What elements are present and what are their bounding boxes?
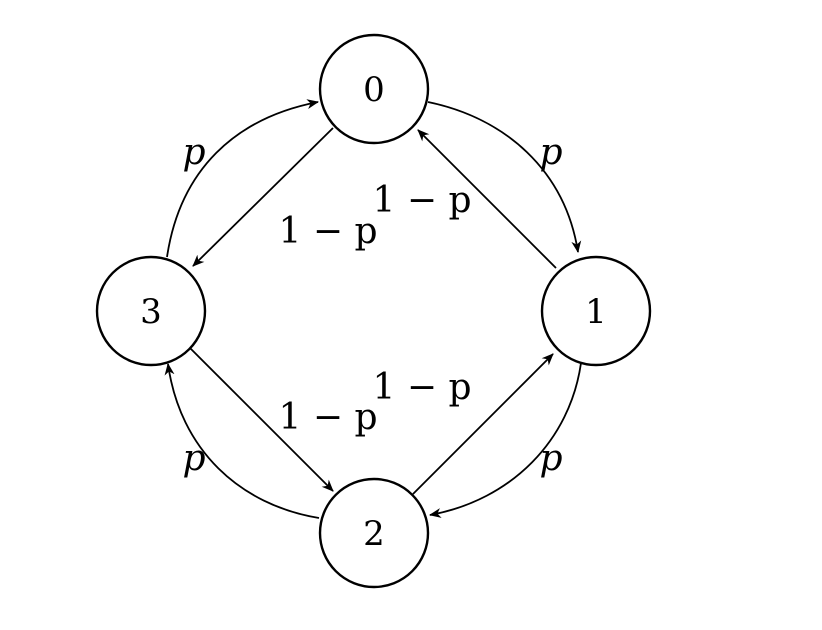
node-circle bbox=[540, 255, 652, 367]
node-3: 3 bbox=[95, 255, 207, 367]
edge-label-2-to-1: 1 − p bbox=[373, 367, 472, 408]
edge-label-2-to-3: p bbox=[182, 438, 205, 479]
node-label: 0 bbox=[363, 70, 385, 110]
edge-label-0-to-3: 1 − p bbox=[279, 211, 378, 252]
node-label: 2 bbox=[363, 514, 385, 554]
node-circle bbox=[318, 33, 430, 145]
edge-label-3-to-2: 1 − p bbox=[279, 397, 378, 438]
node-0: 0 bbox=[318, 33, 430, 145]
edge-2-to-1 bbox=[412, 353, 554, 495]
node-2: 2 bbox=[318, 477, 430, 589]
edge-label-3-to-0: p bbox=[182, 132, 205, 173]
edge-0-to-1 bbox=[427, 101, 582, 253]
edge-2-to-3 bbox=[164, 363, 320, 519]
node-1: 1 bbox=[540, 255, 652, 367]
edge-label-1-to-0: 1 − p bbox=[373, 180, 472, 221]
node-label: 1 bbox=[585, 292, 607, 332]
edge-3-to-2 bbox=[189, 347, 334, 492]
edge-label-0-to-1: p bbox=[539, 132, 562, 173]
node-circle bbox=[95, 255, 207, 367]
edge-3-to-0 bbox=[166, 99, 319, 258]
edge-0-to-3 bbox=[192, 127, 334, 267]
edge-1-to-2 bbox=[429, 362, 582, 518]
edge-label-1-to-2: p bbox=[539, 438, 562, 479]
edge-1-to-0 bbox=[417, 129, 557, 269]
node-circle bbox=[318, 477, 430, 589]
node-label: 3 bbox=[140, 292, 162, 332]
